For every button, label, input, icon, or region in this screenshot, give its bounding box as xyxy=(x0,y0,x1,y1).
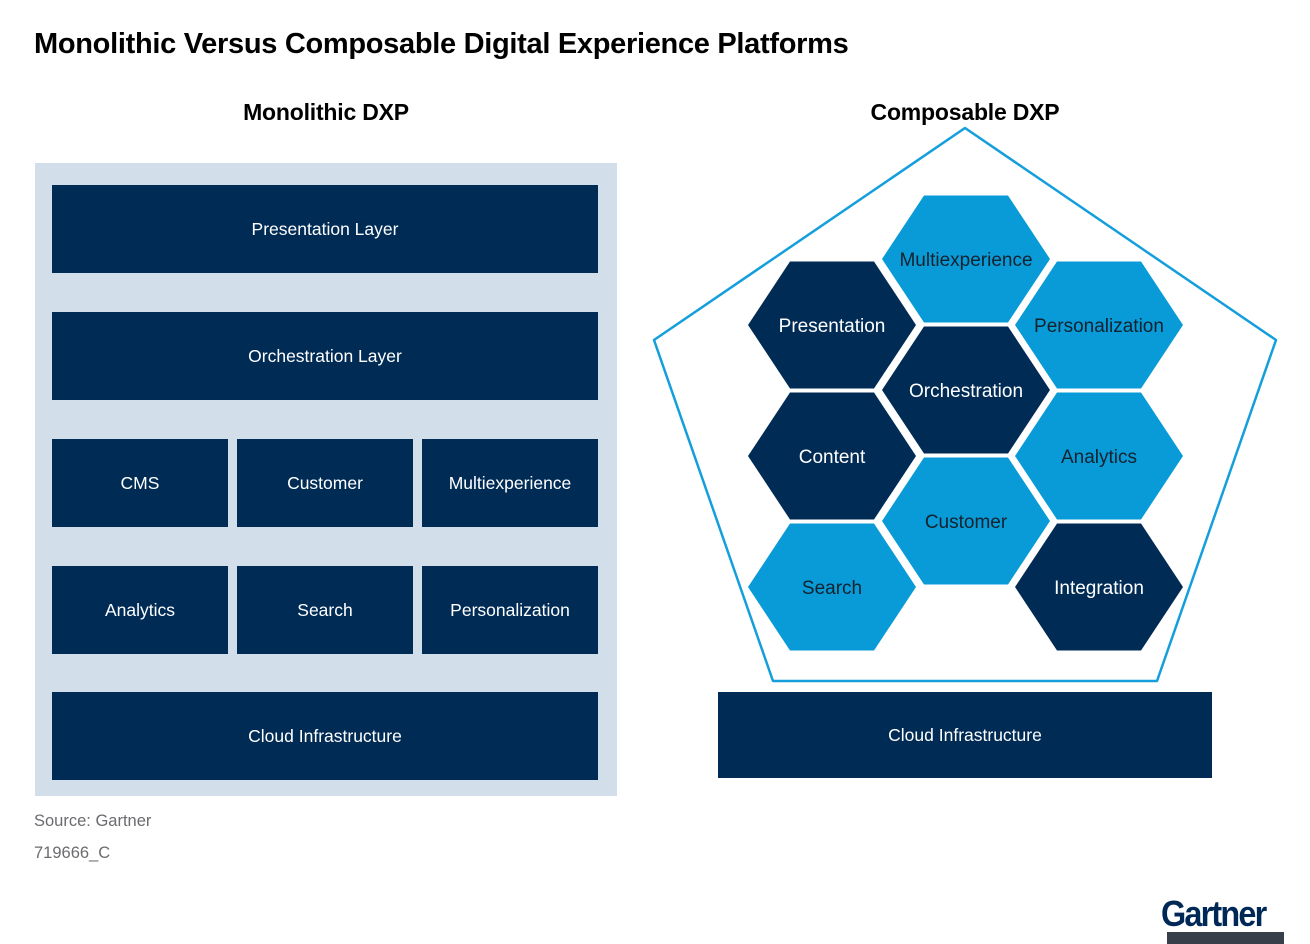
hex-customer: Customer xyxy=(882,457,1050,585)
mono-multiexperience-box: Multiexperience xyxy=(422,439,598,527)
hex-orchestration: Orchestration xyxy=(882,326,1050,454)
mono-search-box: Search xyxy=(237,566,413,654)
gartner-logo-bar xyxy=(1167,932,1284,944)
hex-personalization: Personalization xyxy=(1015,261,1183,389)
mono-presentation-layer-box: Presentation Layer xyxy=(52,185,598,273)
page-title: Monolithic Versus Composable Digital Exp… xyxy=(34,28,849,60)
svg-text:Integration: Integration xyxy=(1054,578,1144,599)
svg-text:Content: Content xyxy=(799,447,866,468)
hex-analytics: Analytics xyxy=(1015,392,1183,520)
pentagon-outline xyxy=(652,126,1278,683)
svg-text:Personalization: Personalization xyxy=(1034,316,1164,337)
svg-text:Multiexperience: Multiexperience xyxy=(899,250,1032,271)
hex-multiexperience: Multiexperience xyxy=(882,195,1050,323)
hex-presentation: Presentation xyxy=(748,261,916,389)
svg-text:Analytics: Analytics xyxy=(1061,447,1137,468)
hex-search: Search xyxy=(748,523,916,651)
monolithic-panel: Presentation Layer Orchestration Layer C… xyxy=(35,163,617,796)
hex-content: Content xyxy=(748,392,916,520)
mono-orchestration-layer-box: Orchestration Layer xyxy=(52,312,598,400)
svg-text:Presentation: Presentation xyxy=(779,316,886,337)
svg-text:Search: Search xyxy=(802,578,862,599)
hex-integration: Integration xyxy=(1015,523,1183,651)
svg-text:Customer: Customer xyxy=(925,512,1008,533)
mono-cloud-infrastructure-box: Cloud Infrastructure xyxy=(52,692,598,780)
mono-customer-box: Customer xyxy=(237,439,413,527)
mono-analytics-box: Analytics xyxy=(52,566,228,654)
composable-heading: Composable DXP xyxy=(870,99,1060,125)
source-attribution: Source: Gartner xyxy=(34,812,152,830)
mono-cms-box: CMS xyxy=(52,439,228,527)
gartner-logo: Gartner xyxy=(1161,893,1267,934)
svg-text:Orchestration: Orchestration xyxy=(909,381,1023,402)
mono-personalization-box: Personalization xyxy=(422,566,598,654)
monolithic-heading: Monolithic DXP xyxy=(243,99,409,125)
figure-id: 719666_C xyxy=(34,844,111,862)
composable-cloud-infrastructure-box: Cloud Infrastructure xyxy=(718,692,1212,778)
